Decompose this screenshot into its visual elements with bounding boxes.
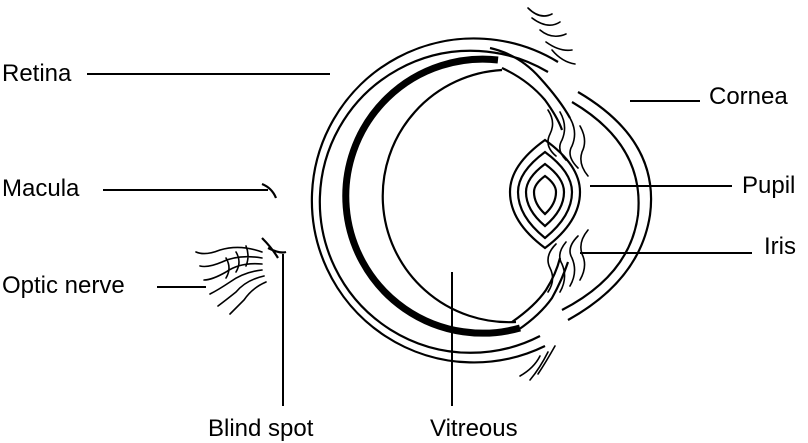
lens <box>508 138 582 250</box>
leader-lines <box>87 73 752 406</box>
label-vitreous: Vitreous <box>430 415 518 442</box>
label-iris: Iris <box>764 233 796 260</box>
sclera-inner <box>318 49 549 354</box>
eyeball <box>195 7 653 381</box>
ciliary-body-bottom-2 <box>511 257 562 323</box>
ciliary-body-top-2 <box>501 67 564 131</box>
macula-notch <box>261 182 278 199</box>
optic-disc <box>261 237 287 259</box>
ciliary-body-top <box>489 46 571 119</box>
label-optic-nerve: Optic nerve <box>2 272 125 299</box>
cornea-outer <box>567 91 653 321</box>
muscle-bottom <box>519 345 556 381</box>
iris-fibers-bottom <box>547 229 589 293</box>
sclera-outer <box>310 37 559 364</box>
choroid-layer <box>342 55 521 337</box>
retina-layer <box>381 68 517 324</box>
label-cornea: Cornea <box>709 83 788 110</box>
label-retina: Retina <box>2 60 72 87</box>
cornea-inner <box>561 101 640 311</box>
optic-nerve-fibers <box>195 245 267 315</box>
muscle-top <box>527 7 576 65</box>
label-pupil: Pupil <box>742 172 795 199</box>
ciliary-body-bottom <box>517 261 570 331</box>
label-macula: Macula <box>2 175 80 202</box>
iris-fibers-top <box>547 109 589 177</box>
labels: Retina Macula Optic nerve Blind spot Vit… <box>2 60 796 442</box>
label-blind-spot: Blind spot <box>208 415 314 442</box>
